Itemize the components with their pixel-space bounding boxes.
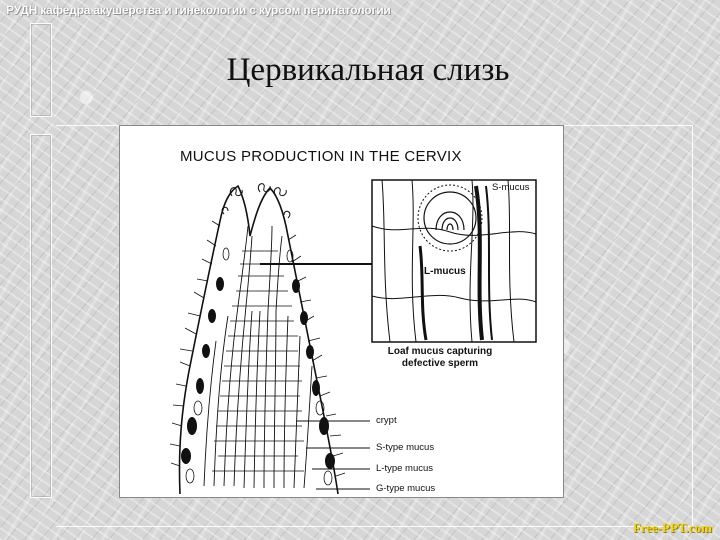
inset-caption-line1: Loaf mucus capturing <box>387 346 493 357</box>
slide-title: Цервикальная слизь <box>226 52 510 88</box>
inset-magnified-view <box>371 179 537 343</box>
crypt-drawing <box>169 183 346 495</box>
inset-caption-line2: defective sperm <box>401 358 479 369</box>
legend-leader-lines <box>296 420 370 490</box>
figure-title: MUCUS PRODUCTION IN THE CERVIX <box>180 148 462 165</box>
cervix-illustration <box>169 179 537 495</box>
legend-g-type-mucus: G-type mucus <box>376 483 436 494</box>
footer-watermark: Free-PPT.com <box>632 520 712 535</box>
legend-s-type-mucus: S-type mucus <box>376 442 435 453</box>
s-mucus-label: S-mucus <box>492 182 530 193</box>
header-text: РУДН кафедра акушерства и гинекологии с … <box>6 3 391 17</box>
inset-caption: Loaf mucus capturing defective sperm <box>370 346 510 370</box>
l-mucus-label: L-mucus <box>424 266 466 277</box>
legend-l-type-mucus: L-type mucus <box>376 463 434 474</box>
cervix-mucus-figure: MUCUS PRODUCTION IN THE CERVIX <box>119 125 564 498</box>
decorative-side-bar-top <box>30 23 52 117</box>
legend-crypt: crypt <box>376 415 397 426</box>
decorative-side-bar-bottom <box>30 134 52 498</box>
